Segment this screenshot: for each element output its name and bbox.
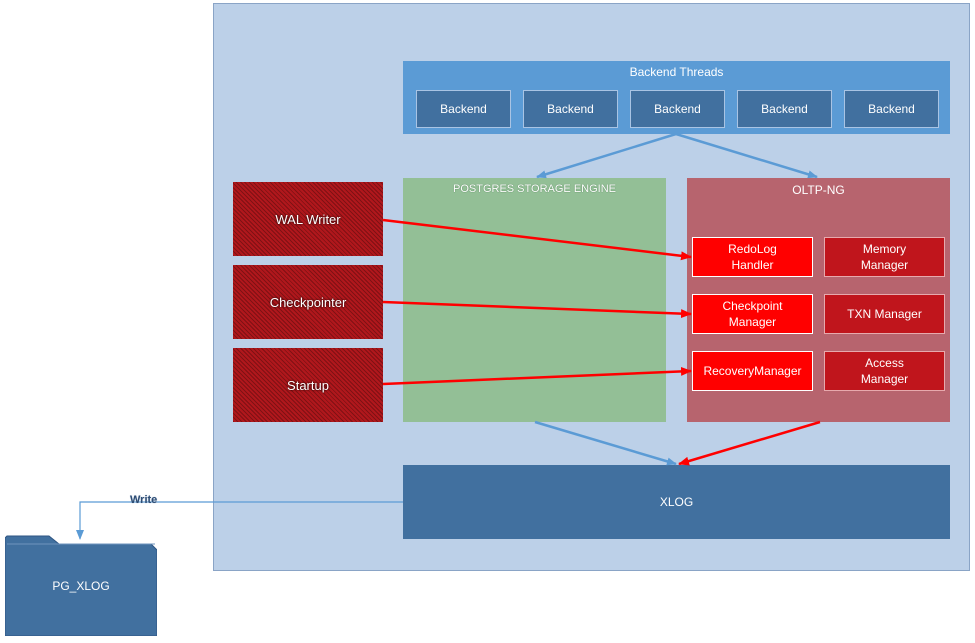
oltp-to-xlog-arrow bbox=[678, 420, 821, 466]
postgres-storage-engine-title: POSTGRES STORAGE ENGINE bbox=[453, 183, 616, 195]
wal-writer-to-redolog-arrow bbox=[382, 218, 692, 261]
backend-box-1: Backend bbox=[416, 90, 511, 128]
checkpointer-process: Checkpointer bbox=[233, 265, 383, 339]
checkpointer-to-checkpoint-arrow bbox=[382, 300, 692, 319]
startup-to-recovery-arrow bbox=[382, 366, 692, 386]
backend-box-3: Backend bbox=[630, 90, 725, 128]
pg-xlog-folder-icon bbox=[5, 535, 157, 636]
backend-box-2: Backend bbox=[523, 90, 618, 128]
xlog-to-pg-xlog-write-line bbox=[76, 501, 403, 540]
startup-process: Startup bbox=[233, 348, 383, 422]
threads-to-postgres-arrow bbox=[536, 132, 677, 179]
oltp-ng-title: OLTP-NG bbox=[792, 183, 845, 197]
memory-manager: Memory Manager bbox=[824, 237, 945, 277]
xlog-box: XLOG bbox=[403, 465, 950, 539]
backend-box-4: Backend bbox=[737, 90, 832, 128]
threads-to-oltp-arrow bbox=[675, 132, 818, 179]
postgres-to-xlog-arrow bbox=[534, 420, 677, 466]
wal-writer-process: WAL Writer bbox=[233, 182, 383, 256]
txn-manager: TXN Manager bbox=[824, 294, 945, 334]
redo-log-handler: RedoLog Handler bbox=[692, 237, 813, 277]
backend-threads-title: Backend Threads bbox=[629, 65, 724, 79]
access-manager: Access Manager bbox=[824, 351, 945, 391]
write-label: Write bbox=[130, 494, 158, 506]
backend-box-5: Backend bbox=[844, 90, 939, 128]
checkpoint-manager: Checkpoint Manager bbox=[692, 294, 813, 334]
pg-xlog-label: PG_XLOG bbox=[52, 579, 110, 593]
recovery-manager: RecoveryManager bbox=[692, 351, 813, 391]
